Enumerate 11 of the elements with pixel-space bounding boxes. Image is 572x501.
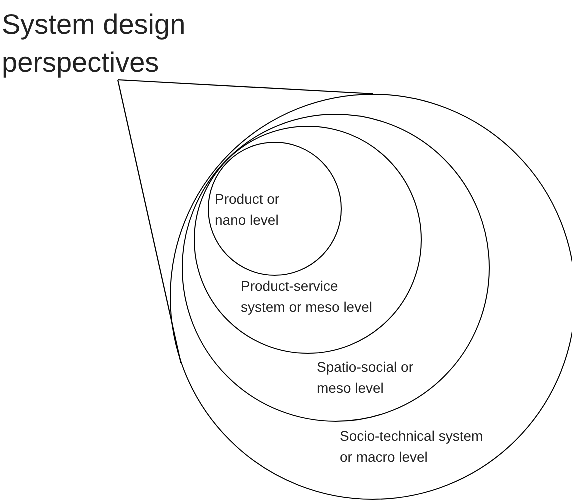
level-label: Socio-technical system or macro level [340, 427, 484, 467]
leader-line [117, 80, 182, 364]
level-circle [194, 126, 422, 354]
level-circle [182, 114, 490, 422]
level-circle [208, 142, 342, 276]
leader-line [118, 79, 374, 95]
level-label: Spatio-social or meso level [317, 358, 414, 398]
level-label: Product-service system or meso level [241, 277, 374, 317]
title-text: System design perspectives [2, 8, 187, 80]
level-label: Product or nano level [215, 190, 281, 230]
level-circle [170, 94, 572, 500]
